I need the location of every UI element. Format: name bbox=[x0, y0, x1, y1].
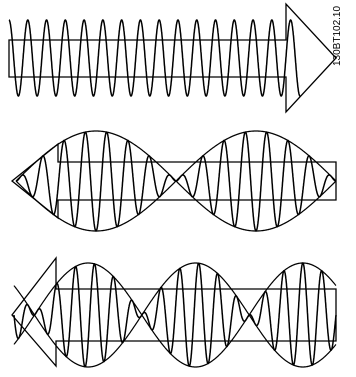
carrier-wave bbox=[9, 20, 300, 96]
modulated-wave bbox=[14, 263, 336, 367]
modulated-wave bbox=[16, 132, 336, 231]
figure-id-label: 130BT102.10 bbox=[332, 4, 354, 66]
top-panel bbox=[9, 4, 336, 112]
right-arrow-outline bbox=[9, 4, 336, 112]
middle-panel bbox=[12, 131, 336, 231]
bottom-panel bbox=[12, 258, 336, 367]
figure-id-text: 130BT102.10 bbox=[332, 6, 343, 66]
